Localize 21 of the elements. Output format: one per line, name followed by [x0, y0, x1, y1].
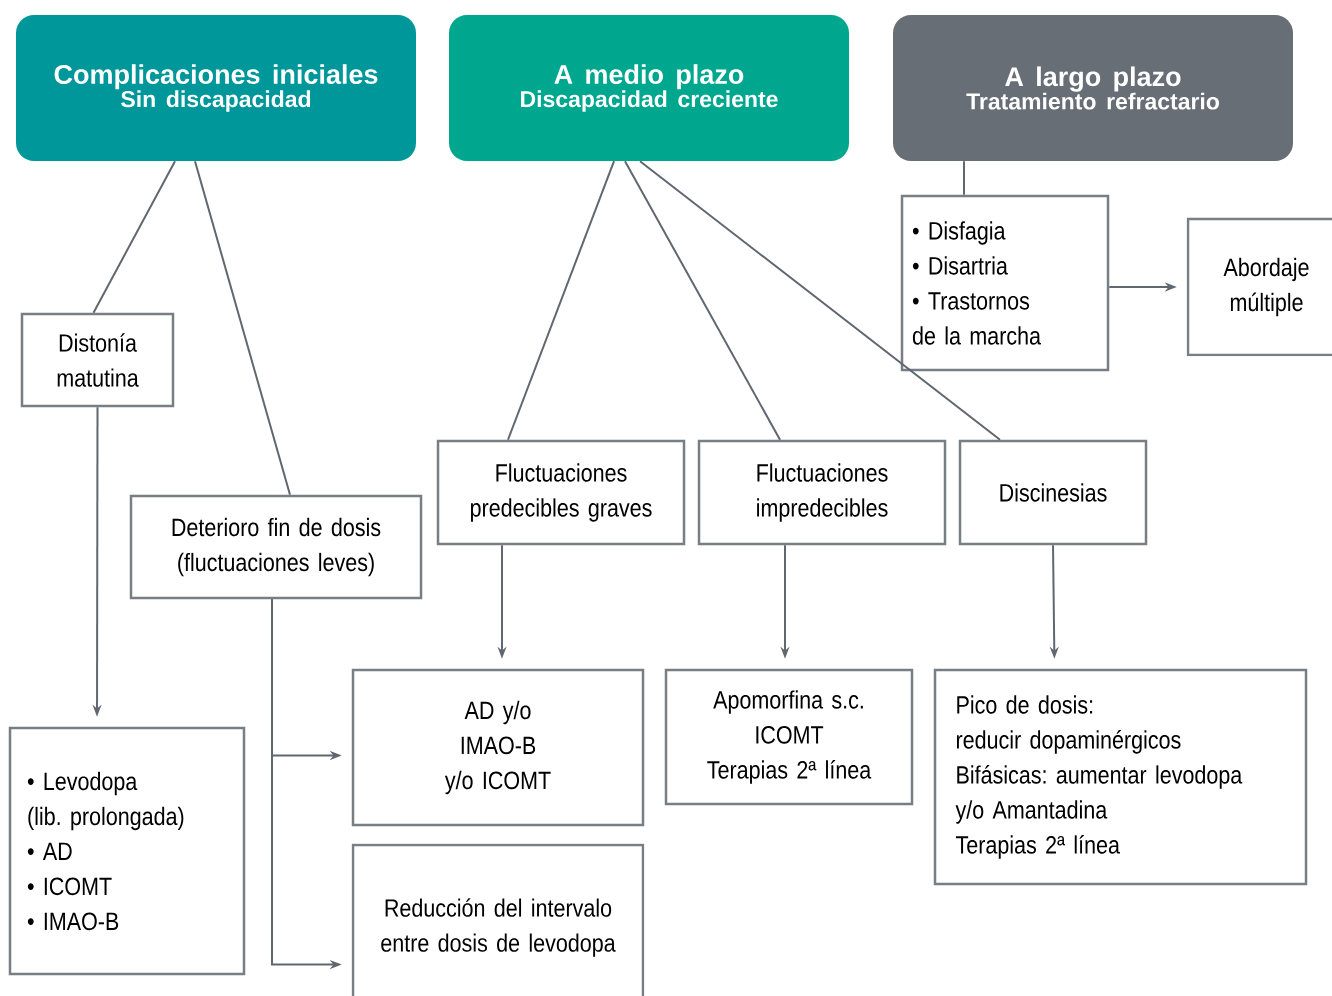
connector-line [639, 160, 1001, 441]
connector-line [92, 160, 176, 314]
stage-header: A largo plazo Tratamiento refractario [893, 15, 1293, 161]
stage-header: A medio plazo Discapacidad creciente [449, 15, 849, 161]
text-box: • Levodopa (lib. prolongada) • AD • ICOMT • IMAO-B [8, 726, 246, 976]
text-box: Distonía matutina [20, 312, 175, 408]
text-box: AD y/o IMAO-B y/o ICOMT [351, 668, 645, 827]
text-box: Apomorfina s.c. ICOMT Terapias 2ª línea [664, 668, 914, 806]
text-box: • Disfagia • Disartria • Trastornos de la marcha [900, 194, 1110, 372]
text-box: Pico de dosis: reducir dopaminérgicos Bifásicas: aumentar levodopa y/o Amantadina Terapias 2ª línea [933, 668, 1308, 886]
text-box: Deterioro fin de dosis (fluctuaciones leves) [129, 494, 423, 600]
text-box: Fluctuaciones impredecibles [697, 439, 947, 546]
text-box: Discinesias [958, 439, 1148, 546]
text-box: Abordaje múltiple [1186, 217, 1332, 357]
text-box: Reducción del intervalo entre dosis de levodopa [351, 843, 645, 996]
stage-header: Complicaciones iniciales Sin discapacidad [16, 15, 416, 161]
connector-line [963, 160, 965, 196]
connector-line [624, 160, 781, 441]
text-box: Fluctuaciones predecibles graves [436, 439, 686, 546]
connector-line [194, 160, 291, 496]
connector-line [507, 160, 615, 441]
